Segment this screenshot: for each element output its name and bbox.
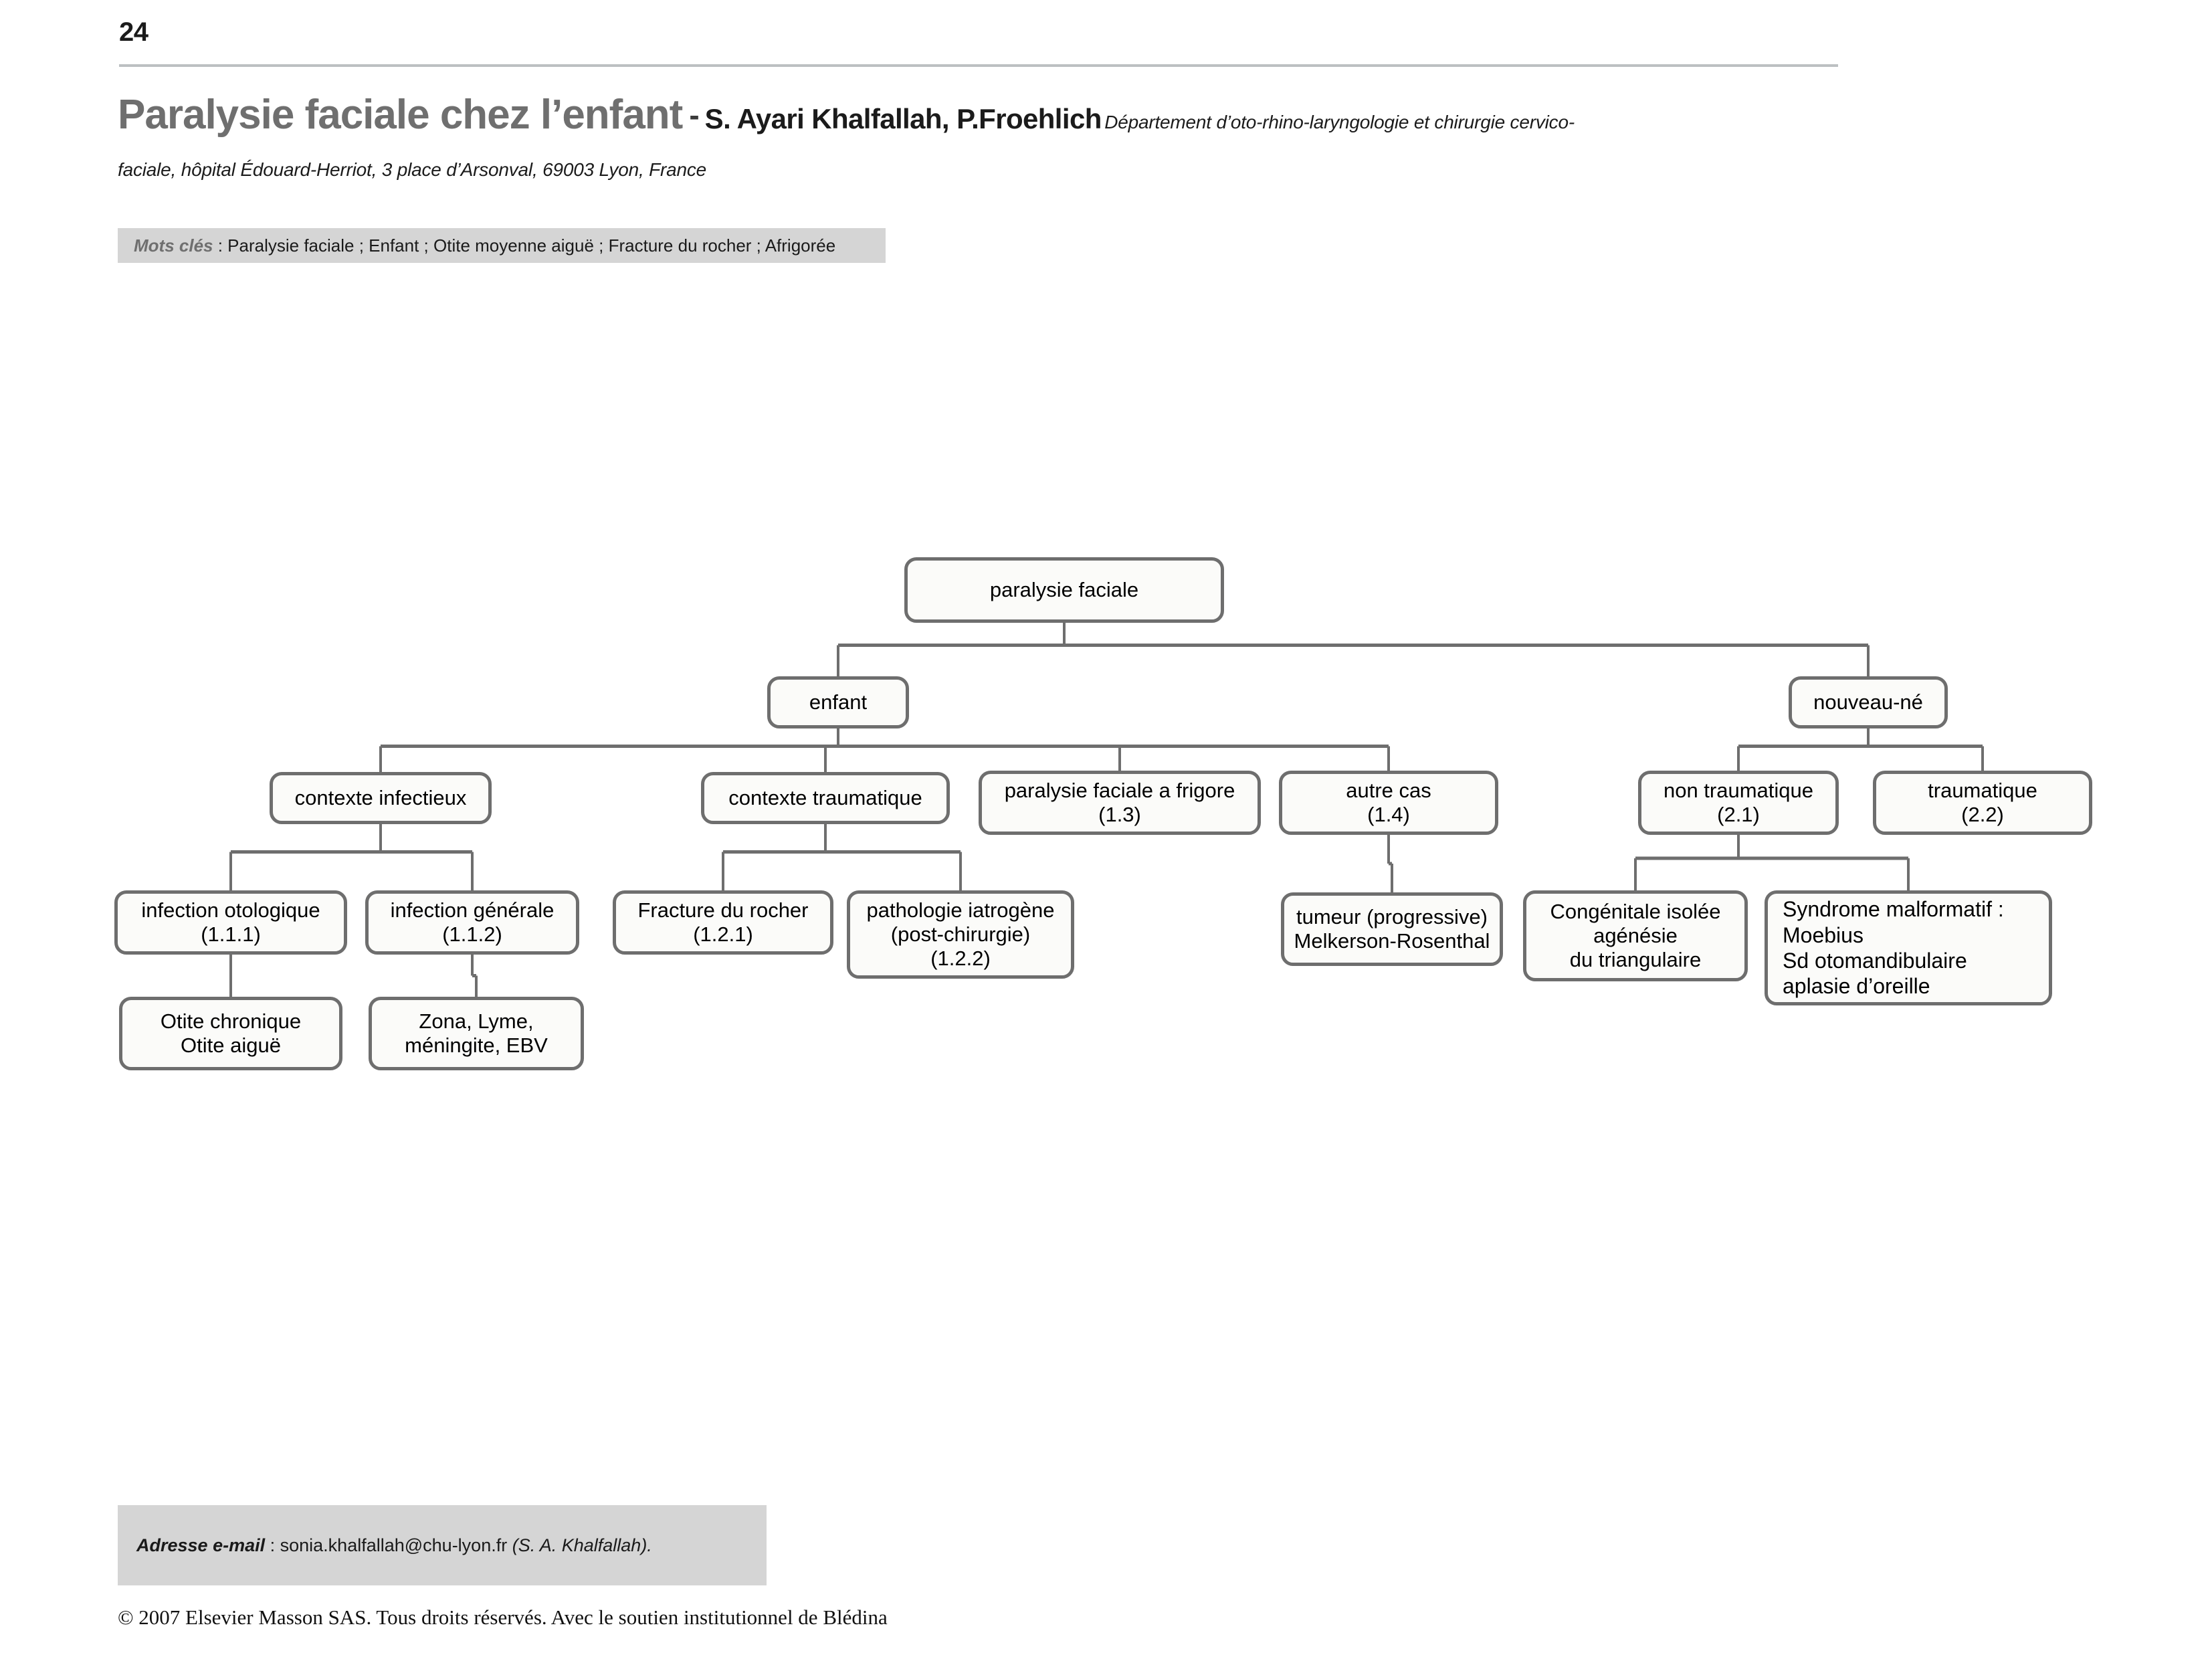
tree-node-fracture: Fracture du rocher (1.2.1) (613, 890, 833, 955)
tree-node-label: traumatique (2.2) (1928, 779, 2037, 826)
tree-node-label: contexte traumatique (728, 786, 922, 810)
keywords-value: Paralysie faciale ; Enfant ; Otite moyen… (227, 235, 836, 256)
email-text: Adresse e-mail : sonia.khalfallah@chu-ly… (118, 1535, 652, 1556)
tree-node-label: Zona, Lyme, méningite, EBV (405, 1009, 548, 1057)
copyright-line: © 2007 Elsevier Masson SAS. Tous droits … (118, 1605, 888, 1629)
tree-node-ctx-trauma: contexte traumatique (701, 772, 950, 824)
tree-node-ctx-inf: contexte infectieux (270, 772, 492, 824)
tree-node-otite: Otite chronique Otite aiguë (119, 997, 342, 1070)
keywords-bar: Mots clés : Paralysie faciale ; Enfant ;… (118, 228, 886, 263)
tree-node-label: non traumatique (2.1) (1663, 779, 1814, 826)
tree-node-label: pathologie iatrogène (post-chirurgie) (1… (866, 898, 1055, 970)
tree-node-label: infection générale (1.1.2) (390, 898, 555, 946)
keywords-separator: : (213, 235, 228, 256)
tree-node-label: nouveau-né (1813, 690, 1923, 714)
affiliation-line-2: faciale, hôpital Édouard-Herriot, 3 plac… (118, 159, 707, 180)
title-block: Paralysie faciale chez l’enfant-S. Ayari… (118, 92, 2124, 138)
tree-node-root: paralysie faciale (904, 557, 1224, 623)
tree-node-syndrome: Syndrome malformatif : Moebius Sd otoman… (1765, 890, 2052, 1005)
tree-node-label: enfant (809, 690, 868, 714)
page-title: Paralysie faciale chez l’enfant (118, 92, 683, 138)
tree-node-label: contexte infectieux (294, 786, 467, 810)
tree-node-label: Otite chronique Otite aiguë (160, 1009, 302, 1057)
tree-node-zona: Zona, Lyme, méningite, EBV (369, 997, 584, 1070)
affiliation-line-1: Département d’oto-rhino-laryngologie et … (1104, 112, 1575, 132)
keywords-text: Mots clés : Paralysie faciale ; Enfant ;… (118, 235, 835, 256)
tree-node-label: tumeur (progressive) Melkerson-Rosenthal (1294, 905, 1490, 953)
tree-node-label: Fracture du rocher (1.2.1) (637, 898, 809, 946)
tree-node-label: infection otologique (1.1.1) (141, 898, 320, 946)
tree-node-label: paralysie faciale (989, 578, 1139, 602)
tree-node-label: autre cas (1.4) (1346, 779, 1431, 826)
tree-node-tumeur: tumeur (progressive) Melkerson-Rosenthal (1281, 892, 1503, 966)
page-number: 24 (119, 17, 148, 47)
tree-node-autre-cas: autre cas (1.4) (1279, 771, 1498, 835)
header-rule (119, 64, 1838, 67)
title-dash: - (689, 98, 700, 132)
author-list: S. Ayari Khalfallah, P.Froehlich (704, 103, 1102, 134)
tree-node-enfant: enfant (767, 676, 909, 728)
tree-node-non-trauma: non traumatique (2.1) (1638, 771, 1839, 835)
tree-node-inf-oto: infection otologique (1.1.1) (114, 890, 347, 955)
tree-node-trauma: traumatique (2.2) (1873, 771, 2092, 835)
tree-node-congenital: Congénitale isolée agénésie du triangula… (1523, 890, 1748, 981)
email-separator: : (265, 1535, 280, 1555)
email-author-name: (S. A. Khalfallah). (507, 1535, 652, 1555)
tree-node-inf-gen: infection générale (1.1.2) (365, 890, 579, 955)
email-bar: Adresse e-mail : sonia.khalfallah@chu-ly… (118, 1505, 767, 1585)
tree-node-label: Syndrome malformatif : Moebius Sd otoman… (1783, 897, 2004, 999)
email-address[interactable]: sonia.khalfallah@chu-lyon.fr (280, 1535, 508, 1555)
tree-node-pf-frigore: paralysie faciale a frigore (1.3) (979, 771, 1261, 835)
tree-node-label: paralysie faciale a frigore (1.3) (1004, 779, 1235, 826)
keywords-label: Mots clés (134, 235, 213, 256)
email-label: Adresse e-mail (136, 1535, 266, 1555)
tree-node-iatrogene: pathologie iatrogène (post-chirurgie) (1… (847, 890, 1074, 979)
tree-node-nouveaune: nouveau-né (1789, 676, 1948, 728)
tree-node-label: Congénitale isolée agénésie du triangula… (1550, 900, 1721, 971)
